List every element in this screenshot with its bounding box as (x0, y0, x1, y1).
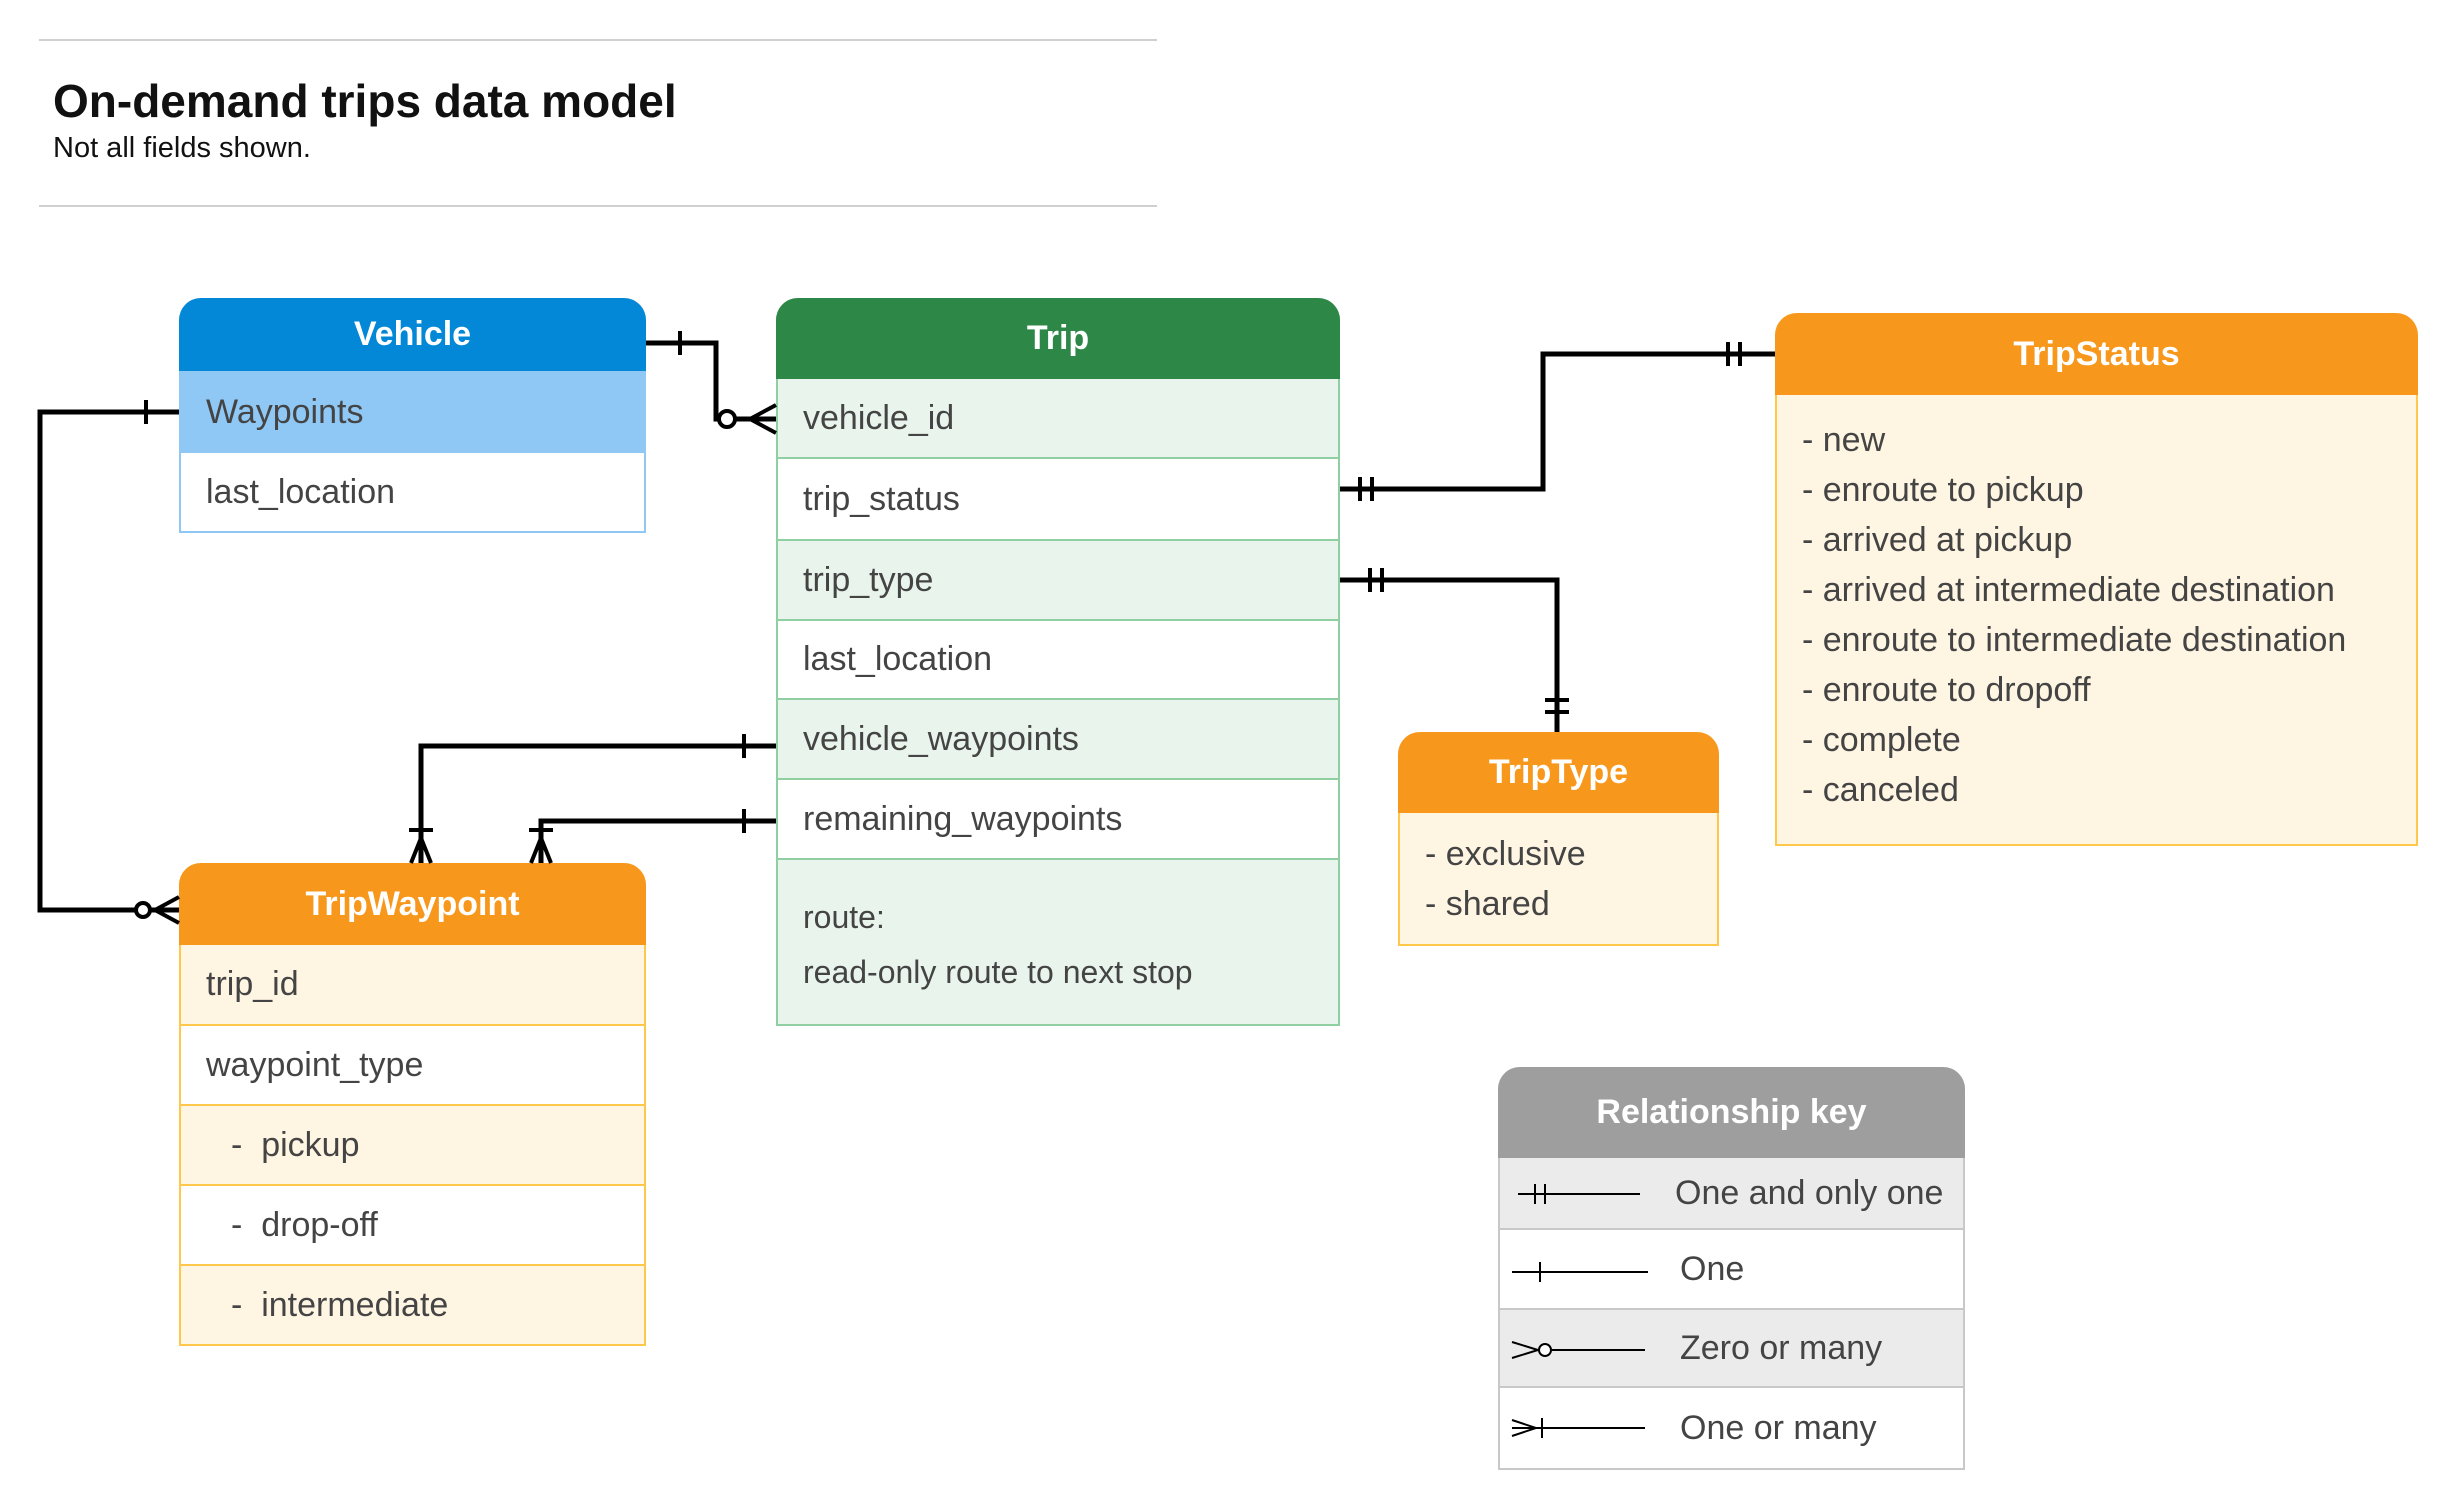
waypoint-type-value: - pickup (181, 1106, 644, 1186)
trip-header: Trip (776, 298, 1340, 379)
route-label: route: (803, 899, 885, 935)
route-description: read-only route to next stop (803, 954, 1193, 990)
status-value: - arrived at intermediate destination (1802, 571, 2335, 609)
status-value: - enroute to dropoff (1802, 671, 2091, 709)
trip-field: trip_type (778, 541, 1338, 621)
one-and-only-one-icon (1368, 568, 1384, 592)
key-header: Relationship key (1498, 1067, 1965, 1158)
key-one-icon (1512, 1262, 1648, 1282)
trip-field: vehicle_id (778, 379, 1338, 459)
trip-entity: Trip vehicle_id trip_status trip_type la… (776, 298, 1340, 1026)
connector-remaining-waypoints (538, 818, 776, 863)
trip-field: last_location (778, 621, 1338, 700)
one-and-only-one-icon (1545, 698, 1569, 714)
zero-or-many-icon (717, 403, 777, 435)
one-or-many-icon (409, 828, 433, 864)
triptype-values: - exclusive - shared (1398, 813, 1719, 946)
tripwaypoint-header: TripWaypoint (179, 863, 646, 945)
tripwaypoint-entity: TripWaypoint trip_id waypoint_type - pic… (179, 863, 646, 1346)
key-one-and-only-one-icon (1518, 1184, 1640, 1204)
trip-route-field: route: read-only route to next stop (778, 860, 1338, 1024)
trip-field: remaining_waypoints (778, 780, 1338, 860)
status-value: - complete (1802, 721, 1961, 759)
type-value: - shared (1425, 885, 1550, 923)
status-value: - canceled (1802, 771, 1959, 809)
page-subtitle: Not all fields shown. (53, 132, 311, 164)
waypoint-type-value: - drop-off (181, 1186, 644, 1266)
connector-vehicle-waypoint (37, 409, 179, 913)
connector-vehicle-trip (646, 340, 776, 422)
page-title: On-demand trips data model (53, 75, 677, 127)
waypoint-field: waypoint_type (181, 1026, 644, 1106)
top-divider (39, 39, 1157, 41)
key-item: One (1500, 1230, 1963, 1310)
one-and-only-one-icon (1358, 477, 1374, 501)
trip-field: trip_status (778, 459, 1338, 541)
triptype-entity: TripType - exclusive - shared (1398, 732, 1719, 946)
zero-or-many-icon (134, 895, 180, 925)
tripstatus-entity: TripStatus - new - enroute to pickup - a… (1775, 313, 2418, 846)
bottom-divider (39, 205, 1157, 207)
waypoint-type-value: - intermediate (181, 1266, 644, 1344)
key-one-or-many-icon (1511, 1418, 1645, 1438)
connector-trip-status (1340, 351, 1775, 492)
one-and-only-one-icon (1726, 342, 1742, 366)
tripstatus-header: TripStatus (1775, 313, 2418, 395)
connector-vehicle-waypoints (418, 743, 776, 863)
one-or-many-icon (529, 828, 553, 864)
waypoint-field: trip_id (181, 945, 644, 1026)
status-value: - new (1802, 421, 1886, 459)
vehicle-entity: Vehicle Waypoints last_location (179, 298, 646, 533)
vehicle-field: last_location (179, 453, 646, 533)
status-value: - enroute to intermediate destination (1802, 621, 2347, 659)
status-value: - enroute to pickup (1802, 471, 2084, 509)
vehicle-header: Vehicle (179, 298, 646, 371)
status-value: - arrived at pickup (1802, 521, 2073, 559)
tripstatus-values: - new - enroute to pickup - arrived at p… (1775, 395, 2418, 846)
triptype-header: TripType (1398, 732, 1719, 813)
connector-trip-type (1340, 577, 1560, 732)
type-value: - exclusive (1425, 835, 1586, 873)
key-zero-or-many-icon (1511, 1341, 1645, 1359)
vehicle-field: Waypoints (179, 371, 646, 453)
trip-field: vehicle_waypoints (778, 700, 1338, 780)
